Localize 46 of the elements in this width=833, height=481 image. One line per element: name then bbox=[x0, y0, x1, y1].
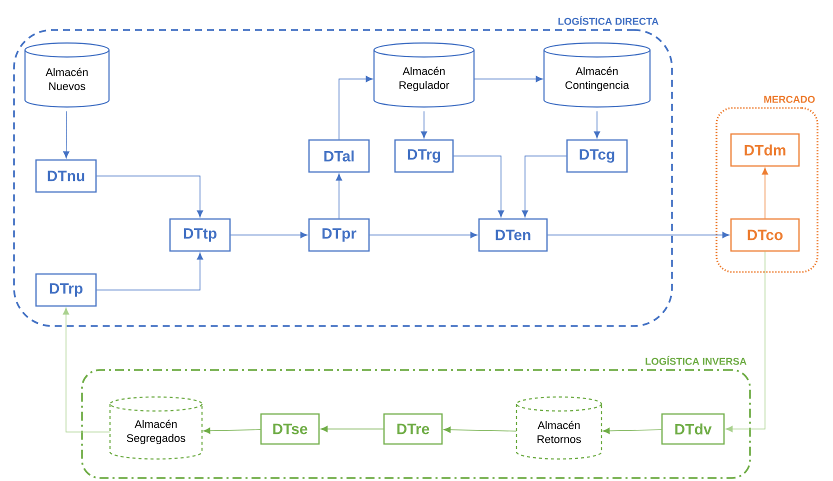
node-label: MERCADO bbox=[764, 96, 815, 103]
process-box: DTtp bbox=[169, 218, 231, 252]
process-box: DTrp bbox=[35, 273, 97, 307]
arrow bbox=[230, 232, 308, 238]
process-box: DTre bbox=[383, 413, 443, 445]
arrow bbox=[420, 110, 428, 138]
process-box: DTdm bbox=[730, 133, 800, 167]
process-box: DTco bbox=[730, 218, 800, 252]
node-label: LOGÍSTICA DIRECTA bbox=[558, 16, 658, 25]
arrow bbox=[338, 76, 373, 140]
arrow bbox=[320, 426, 384, 432]
process-box: DTal bbox=[308, 139, 370, 173]
arrow bbox=[547, 232, 730, 238]
node-label: Almacén Retornos bbox=[538, 420, 581, 444]
arrow bbox=[594, 110, 600, 138]
storage-cylinder: Almacén Retornos bbox=[516, 396, 602, 460]
arrow bbox=[522, 156, 567, 218]
arrow bbox=[453, 156, 504, 218]
arrow bbox=[762, 168, 768, 219]
node-label: Almacén Segregados bbox=[126, 420, 186, 444]
storage-cylinder: Almacén Segregados bbox=[109, 396, 203, 460]
node-label: Almacén Regulador bbox=[400, 66, 450, 92]
process-box: DTpr bbox=[308, 218, 370, 252]
arrow bbox=[63, 110, 70, 158]
arrow bbox=[444, 426, 517, 433]
process-box: DTcg bbox=[566, 139, 628, 173]
process-box: DTen bbox=[478, 218, 548, 252]
arrow bbox=[96, 252, 204, 290]
arrow bbox=[62, 308, 110, 432]
arrow bbox=[726, 251, 766, 432]
node-label: Almacén Nuevos bbox=[46, 68, 88, 90]
arrow bbox=[474, 76, 543, 82]
storage-cylinder: Almacén Nuevos bbox=[24, 42, 110, 108]
arrow bbox=[96, 176, 204, 218]
process-box: DTdv bbox=[661, 413, 725, 445]
storage-cylinder: Almacén Regulador bbox=[373, 42, 475, 108]
storage-cylinder: Almacén Contingencia bbox=[543, 42, 651, 108]
arrow bbox=[336, 174, 342, 219]
node-label: Almacén Contingencia bbox=[565, 66, 630, 92]
process-box: DTse bbox=[260, 413, 320, 445]
arrow bbox=[203, 428, 261, 434]
arrow bbox=[602, 428, 662, 434]
arrow bbox=[369, 232, 478, 238]
process-box: DTnu bbox=[35, 159, 97, 193]
node-label: LOGÍSTICA INVERSA bbox=[646, 356, 746, 365]
process-box: DTrg bbox=[394, 139, 454, 173]
